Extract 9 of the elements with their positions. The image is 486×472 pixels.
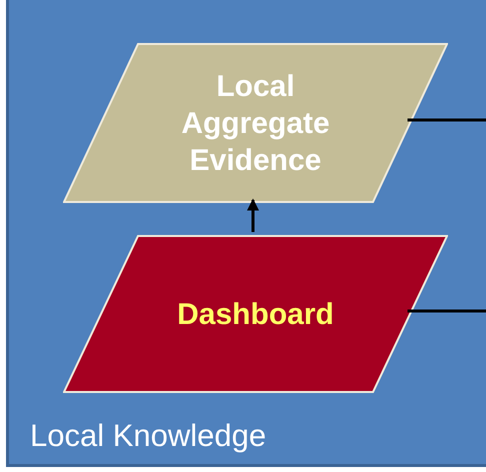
parallelogram-node [63, 43, 448, 203]
node-label: Dashboard [177, 296, 334, 332]
arrow [247, 198, 259, 232]
parallelogram-node [63, 235, 448, 393]
panel-label: Local Knowledge [30, 417, 266, 455]
connector-line [408, 118, 486, 122]
node-label: Local Aggregate Evidence [180, 68, 331, 178]
connector-line [408, 310, 486, 312]
container-panel [6, 0, 486, 467]
